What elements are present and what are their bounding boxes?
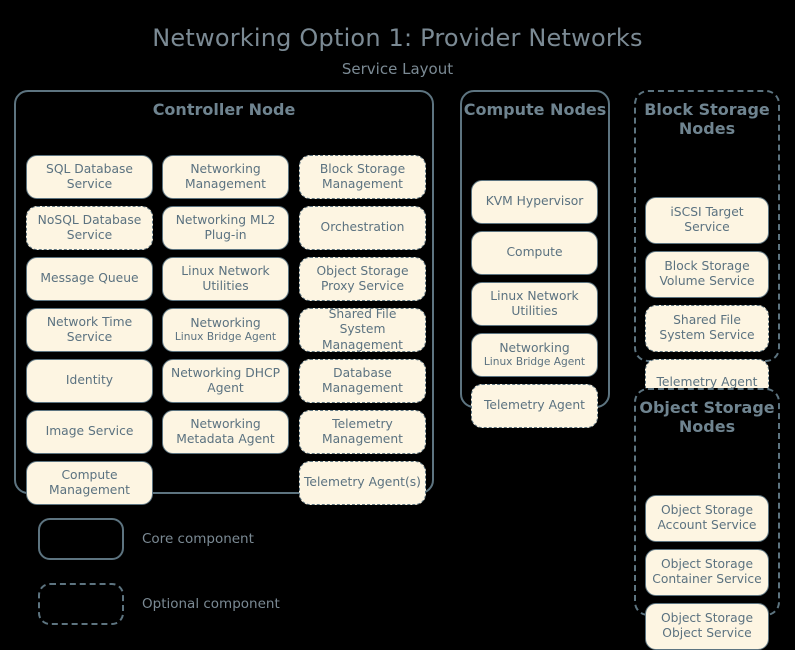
component-box-database-management: Database Management [299,358,426,403]
component-box-networking-metadata-agent: Networking Metadata Agent [162,409,289,454]
component-box-kvm-hypervisor: KVM Hypervisor [471,179,598,224]
component-label: Networking Metadata Agent [176,416,275,446]
component-label: Networking [190,315,261,330]
component-box-telemetry-agent: Telemetry Agent [471,383,598,428]
component-label: Telemetry Agent [656,374,758,389]
component-box-network-time-service: Network Time Service [26,307,153,352]
component-box-block-storage-volume-service: Block Storage Volume Service [645,250,769,298]
component-label: Telemetry Agent(s) [304,475,421,490]
component-box-compute-management: Compute Management [26,460,153,505]
legend-item-core: Core component [38,518,254,560]
component-box-object-storage-container-service: Object Storage Container Service [645,548,769,596]
component-box-shared-file-system-service: Shared File System Service [645,304,769,352]
component-box-identity: Identity [26,358,153,403]
component-box-object-storage-account-service: Object Storage Account Service [645,494,769,542]
page-subtitle: Service Layout [341,60,454,78]
component-label: Compute Management [48,467,130,497]
component-label: Database Management [321,365,403,395]
group-title-block-storage-nodes: Block Storage Nodes [644,100,770,138]
component-label: Telemetry Management [321,416,403,446]
component-box-telemetry-agent-s: Telemetry Agent(s) [299,460,426,505]
component-label: Linux Network Utilities [490,288,579,318]
component-label: Network Time Service [46,314,133,344]
component-label: Shared File System Management [321,306,403,352]
group-title-controller-node: Controller Node [152,100,296,119]
component-box-orchestration: Orchestration [299,205,426,250]
component-label: Object Storage Container Service [652,556,762,587]
component-label: Telemetry Agent [484,398,585,413]
component-label: NoSQL Database Service [37,212,142,242]
component-box-networking-management: Networking Management [162,154,289,199]
component-label: KVM Hypervisor [485,194,584,209]
component-label: Networking Management [184,161,266,191]
component-box-sql-database-service: SQL Database Service [26,154,153,199]
component-label: SQL Database Service [46,161,133,191]
component-sublabel: Linux Bridge Agent [483,355,586,368]
component-label: Orchestration [320,220,405,235]
component-label: Linux Network Utilities [181,263,270,293]
component-box-telemetry-management: Telemetry Management [299,409,426,454]
component-box-object-storage-proxy-service: Object Storage Proxy Service [299,256,426,301]
legend-swatch-core [38,518,124,560]
component-label: Block Storage Volume Service [659,258,755,289]
component-box-image-service: Image Service [26,409,153,454]
component-box-networking-dhcp-agent: Networking DHCP Agent [162,358,289,403]
component-label: Networking ML2 Plug-in [175,212,276,242]
group-object-storage-nodes: Object Storage Nodes Object Storage Acco… [634,388,780,650]
component-box-shared-file-system-management: Shared File System Management [299,306,426,352]
component-label: iSCSI Target Service [670,204,744,235]
group-title-object-storage-nodes: Object Storage Nodes [639,398,775,436]
component-label: Block Storage Management [319,161,406,191]
component-label: Message Queue [40,271,139,286]
component-label: Object Storage Object Service [660,610,754,641]
component-box-message-queue: Message Queue [26,256,153,301]
page-title: Networking Option 1: Provider Networks [152,24,643,52]
component-label: Networking DHCP Agent [171,365,280,395]
group-block-storage-nodes: Block Storage Nodes iSCSI Target Service… [634,90,780,406]
component-box-networking-ml2-plug-in: Networking ML2 Plug-in [162,205,289,250]
component-label: Image Service [45,424,134,439]
component-label: Compute [506,245,563,260]
component-label: Shared File System Service [659,312,755,343]
component-label: Networking [499,340,570,355]
group-title-compute-nodes: Compute Nodes [463,100,607,119]
legend-item-optional: Optional component [38,583,280,625]
component-box-compute: Compute [471,230,598,275]
component-box-object-storage-object-service: Object Storage Object Service [645,602,769,650]
component-box-nosql-database-service: NoSQL Database Service [26,205,153,250]
component-box-iscsi-target-service: iSCSI Target Service [645,196,769,244]
component-box-linux-network-utilities: Linux Network Utilities [471,281,598,326]
component-box-linux-network-utilities: Linux Network Utilities [162,256,289,301]
legend-label-core: Core component [142,531,254,547]
legend-label-optional: Optional component [142,596,280,612]
component-box-block-storage-management: Block Storage Management [299,154,426,199]
component-label: Object Storage Proxy Service [316,263,409,293]
component-sublabel: Linux Bridge Agent [174,330,277,343]
component-label: Identity [65,373,114,388]
component-label: Object Storage Account Service [657,502,757,533]
legend-swatch-optional [38,583,124,625]
